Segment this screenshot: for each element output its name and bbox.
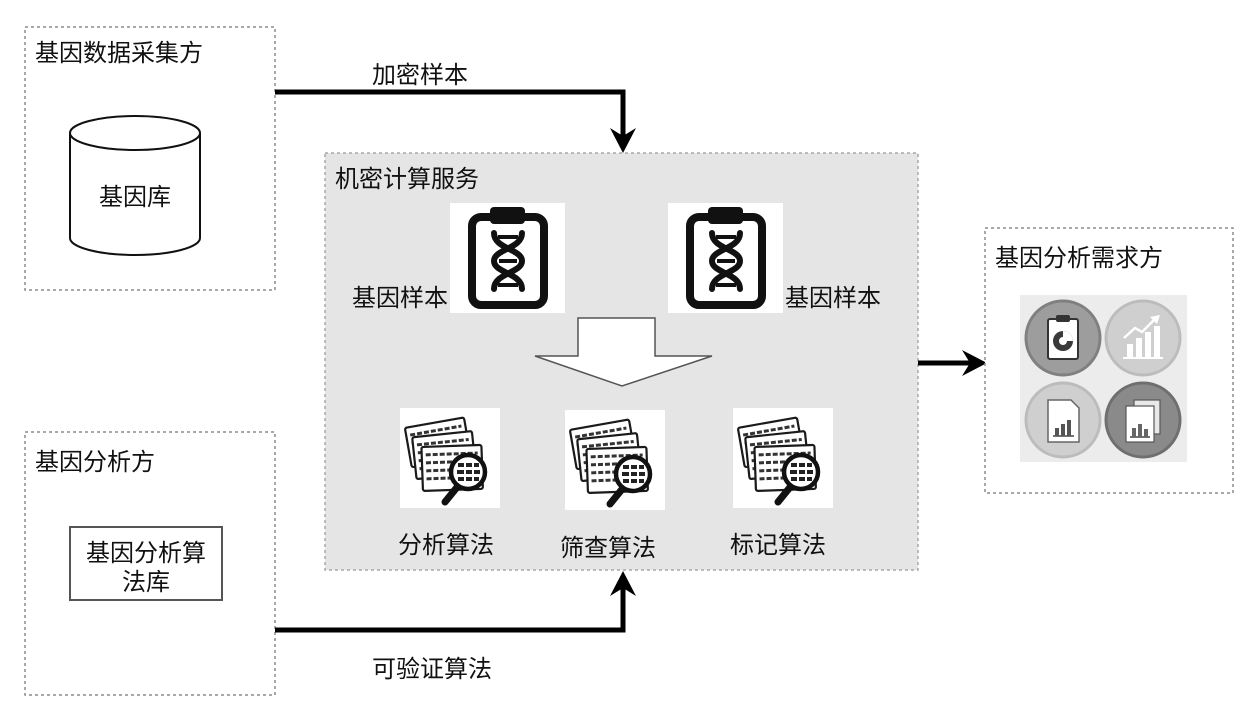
document-magnifier-icon [400,408,500,508]
analyst-title: 基因分析方 [35,448,155,476]
document-bar-chart-icon [1024,381,1102,459]
service-title: 机密计算服务 [335,165,479,193]
requester-box: 基因分析需求方 [984,227,1234,494]
document-magnifier-icon [733,408,833,508]
clipboard-dna-icon [668,203,783,313]
confidential-computing-panel: 机密计算服务 基因样本 基因样本 分析算法 筛查算法 标记算法 [324,152,919,571]
gene-sample-label-left: 基因样本 [352,284,448,312]
verifiable-algorithms-label: 可验证算法 [372,655,492,683]
algorithm-library-box [69,526,223,601]
algorithm-label-screening: 筛查算法 [560,534,656,562]
clipboard-dna-icon [450,203,565,313]
database-cylinder-icon [69,115,201,256]
result-arrow [918,350,987,376]
gene-database-label: 基因库 [99,183,171,211]
encrypted-samples-label: 加密样本 [372,61,468,89]
documents-bar-chart-icon [1104,381,1182,459]
algorithm-label-analysis: 分析算法 [398,531,494,559]
algorithm-label-marking: 标记算法 [730,531,826,559]
encrypted-samples-arrow [275,89,636,153]
document-magnifier-icon [565,410,665,510]
analyst-box: 基因分析方 基因分析算 法库 [24,431,276,696]
collector-box: 基因数据采集方 基因库 [24,26,276,291]
gene-sample-label-right: 基因样本 [785,284,881,312]
requester-title: 基因分析需求方 [995,244,1163,272]
down-arrow-outline-icon [534,317,713,387]
algorithm-library-label-line-1: 基因分析算 [86,539,206,567]
collector-title: 基因数据采集方 [35,39,203,67]
clipboard-pie-chart-icon [1024,299,1102,377]
verifiable-algorithms-arrow [275,571,636,633]
algorithm-library-label-line-2: 法库 [122,568,170,596]
rising-bar-chart-icon [1104,299,1182,377]
